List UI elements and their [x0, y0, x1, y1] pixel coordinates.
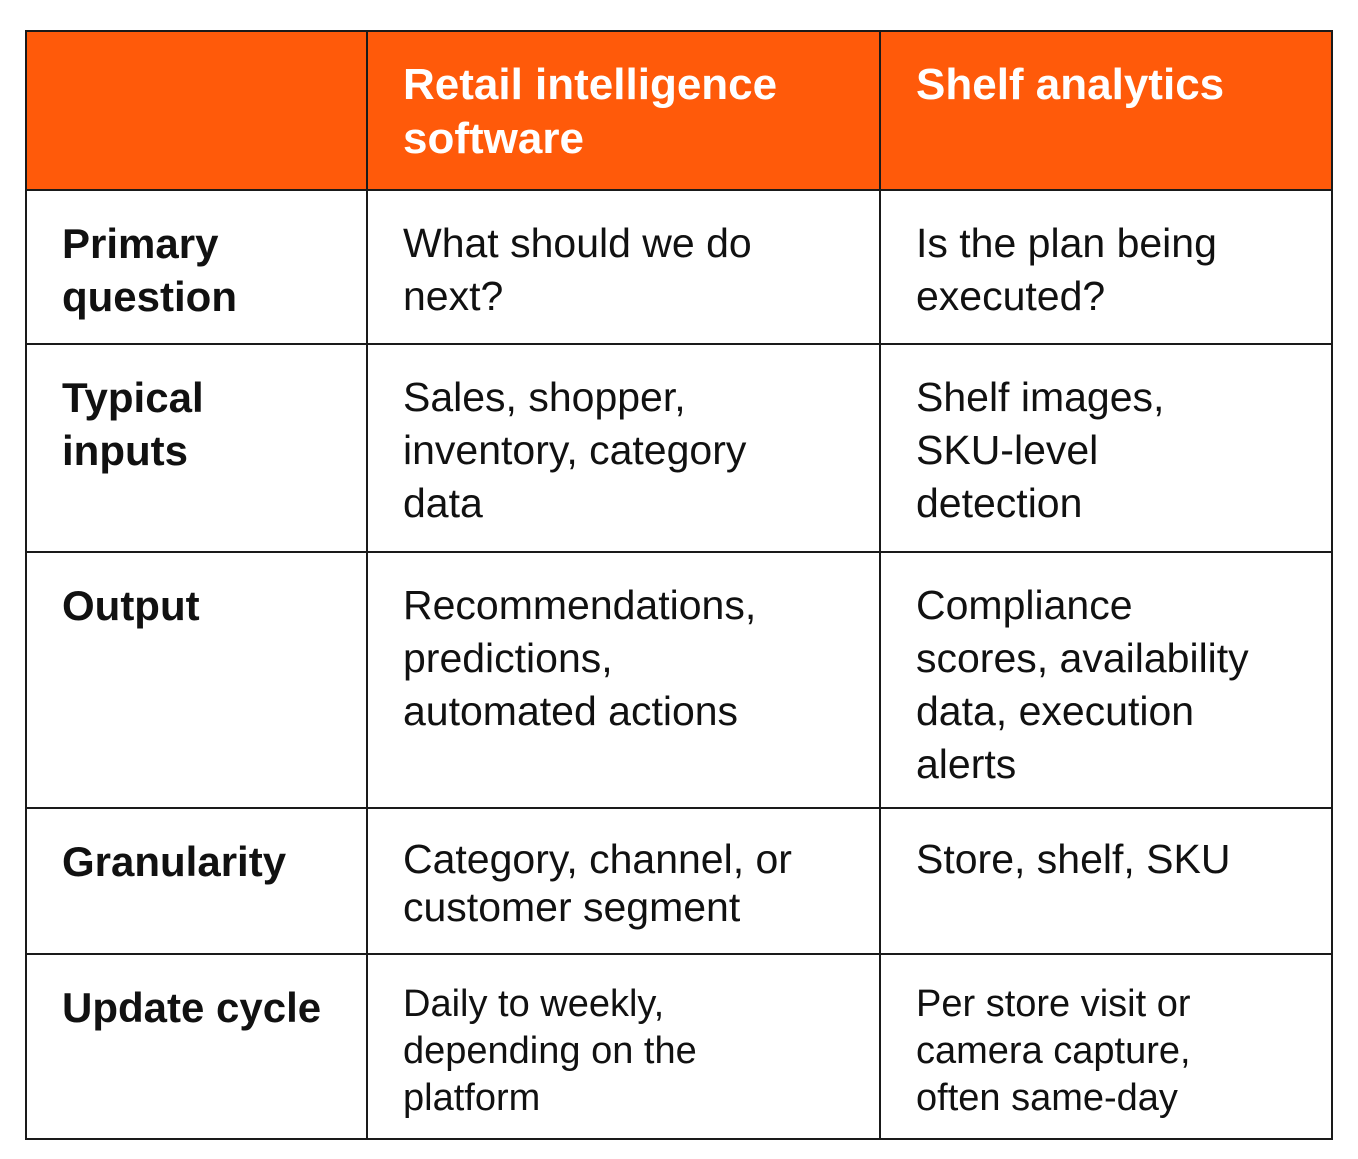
table-body: Primary question What should we do next?… [25, 189, 1333, 1140]
header-row: Retail intelligence software Shelf analy… [25, 30, 1333, 191]
retail-intelligence-cell: Recommendations, predictions, automated … [366, 551, 881, 809]
row-label-cell: Primary question [25, 189, 368, 345]
retail-intelligence-value: Sales, shopper, inventory, category data [403, 374, 747, 526]
table-header: Retail intelligence software Shelf analy… [25, 30, 1333, 191]
shelf-analytics-cell: Is the plan being executed? [879, 189, 1333, 345]
shelf-analytics-value: Is the plan being executed? [916, 220, 1217, 319]
retail-intelligence-value: Recommendations, predictions, automated … [403, 582, 757, 734]
table-row-primary-question: Primary question What should we do next?… [25, 189, 1333, 345]
table-row-typical-inputs: Typical inputs Sales, shopper, inventory… [25, 343, 1333, 553]
row-label: Granularity [62, 838, 287, 885]
shelf-analytics-value: Compliance scores, availability data, ex… [916, 582, 1249, 787]
header-retail-intelligence-label: Retail intelligence software [403, 60, 778, 163]
row-label-cell: Output [25, 551, 368, 809]
row-label: Output [62, 582, 200, 629]
shelf-analytics-cell: Store, shelf, SKU [879, 807, 1333, 955]
retail-intelligence-cell: Daily to weekly, depending on the platfo… [366, 953, 881, 1140]
shelf-analytics-cell: Compliance scores, availability data, ex… [879, 551, 1333, 809]
header-shelf-analytics: Shelf analytics [879, 30, 1333, 191]
shelf-analytics-cell: Shelf images, SKU-level detection [879, 343, 1333, 553]
table-row-output: Output Recommendations, predictions, aut… [25, 551, 1333, 809]
table-row-update-cycle: Update cycle Daily to weekly, depending … [25, 953, 1333, 1140]
header-shelf-analytics-label: Shelf analytics [916, 60, 1225, 109]
table-row-granularity: Granularity Category, channel, or custom… [25, 807, 1333, 955]
shelf-analytics-cell: Per store visit or camera capture, often… [879, 953, 1333, 1140]
header-corner-text [27, 32, 366, 58]
header-retail-intelligence: Retail intelligence software [366, 30, 881, 191]
shelf-analytics-value: Store, shelf, SKU [916, 836, 1231, 882]
retail-intelligence-value: What should we do next? [403, 220, 752, 319]
retail-intelligence-cell: Sales, shopper, inventory, category data [366, 343, 881, 553]
row-label: Update cycle [62, 984, 322, 1031]
retail-intelligence-value: Category, channel, or customer segment [403, 836, 792, 930]
shelf-analytics-value: Shelf images, SKU-level detection [916, 374, 1165, 526]
shelf-analytics-value: Per store visit or camera capture, often… [916, 983, 1191, 1119]
row-label: Primary question [62, 220, 237, 320]
retail-intelligence-cell: What should we do next? [366, 189, 881, 345]
row-label-cell: Granularity [25, 807, 368, 955]
comparison-table-container: Retail intelligence software Shelf analy… [25, 30, 1333, 1140]
retail-intelligence-cell: Category, channel, or customer segment [366, 807, 881, 955]
comparison-table: Retail intelligence software Shelf analy… [25, 30, 1333, 1140]
row-label: Typical inputs [62, 374, 204, 474]
row-label-cell: Typical inputs [25, 343, 368, 553]
header-corner-cell [25, 30, 368, 191]
row-label-cell: Update cycle [25, 953, 368, 1140]
retail-intelligence-value: Daily to weekly, depending on the platfo… [403, 983, 697, 1119]
